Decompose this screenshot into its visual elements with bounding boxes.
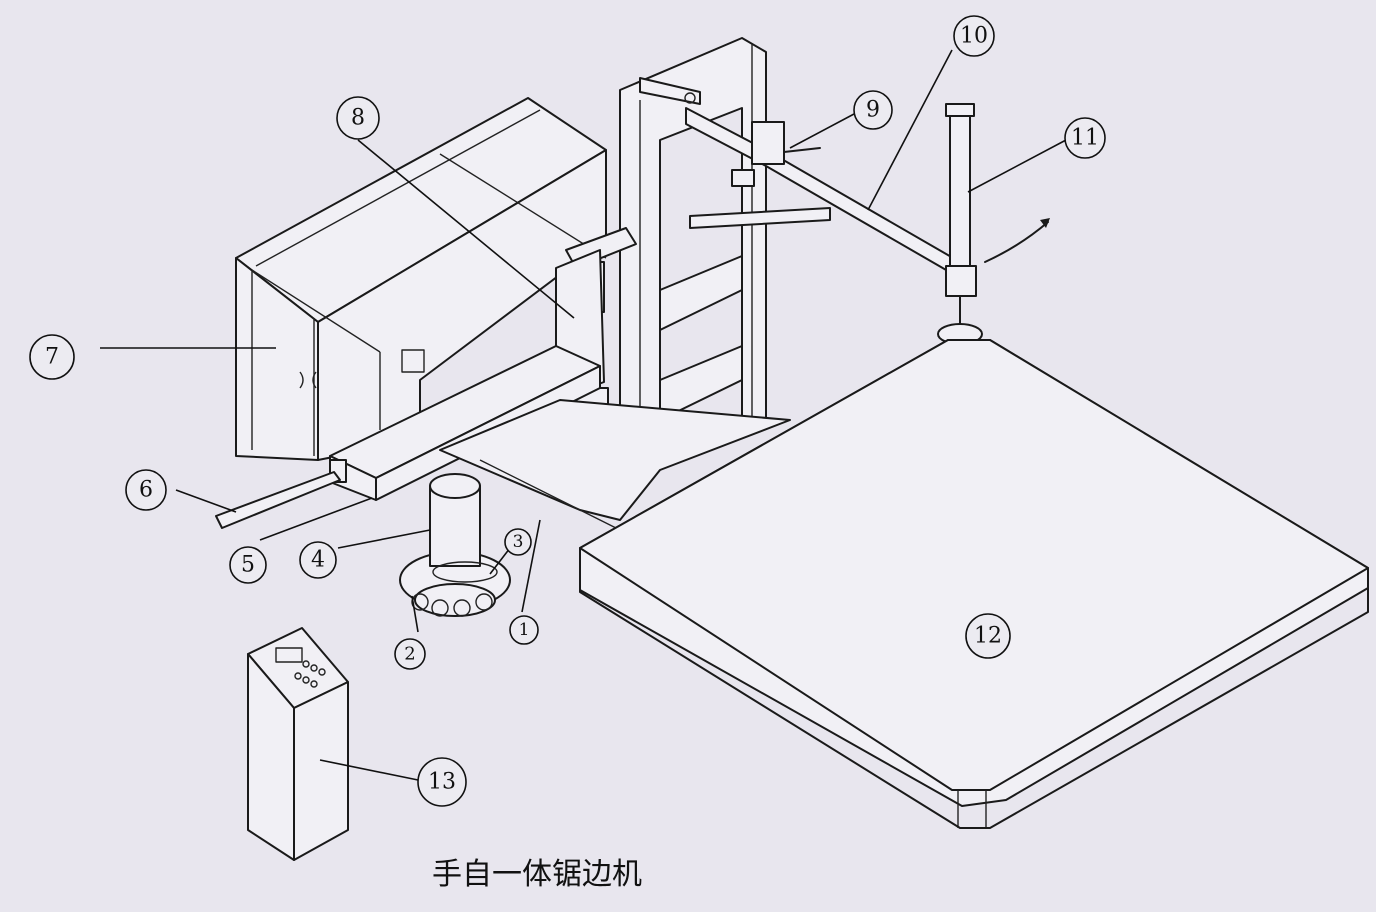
callout-11: 11: [1064, 117, 1106, 159]
callout-12: 12: [965, 613, 1011, 659]
svg-text:6: 6: [139, 478, 153, 503]
callout-2: 2: [394, 638, 426, 670]
saw-motor: [399, 473, 511, 617]
svg-text:2: 2: [404, 644, 415, 665]
callout-10: 10: [953, 15, 995, 57]
work-table: [579, 339, 1369, 829]
callout-13: 13: [417, 757, 467, 807]
gantry-frame: [619, 37, 767, 471]
svg-text:12: 12: [974, 624, 1002, 649]
svg-text:7: 7: [45, 345, 59, 370]
svg-text:4: 4: [311, 548, 325, 573]
swing-arm: [685, 107, 961, 279]
pressure-post: [937, 103, 1050, 345]
control-console: [247, 627, 349, 861]
callout-6: 6: [125, 469, 167, 511]
horizontal-beam: [215, 345, 601, 529]
callout-1: 1: [509, 615, 539, 645]
electrical-cabinet: [235, 97, 607, 461]
svg-text:3: 3: [513, 532, 524, 552]
callout-5: 5: [229, 546, 267, 584]
svg-text:9: 9: [866, 98, 880, 123]
diagram-caption: 手自一体锯边机: [432, 857, 642, 892]
svg-text:13: 13: [428, 770, 456, 795]
callout-3: 3: [504, 528, 532, 556]
base-frame: [439, 399, 791, 531]
svg-text:5: 5: [241, 553, 255, 578]
svg-text:10: 10: [960, 24, 988, 49]
svg-text:8: 8: [351, 106, 365, 131]
svg-text:1: 1: [519, 620, 530, 640]
callout-4: 4: [299, 541, 337, 579]
callout-7: 7: [29, 334, 75, 380]
svg-text:11: 11: [1071, 126, 1099, 151]
callout-9: 9: [853, 90, 893, 130]
callout-8: 8: [336, 96, 380, 140]
leader-lines: [100, 49, 1067, 781]
